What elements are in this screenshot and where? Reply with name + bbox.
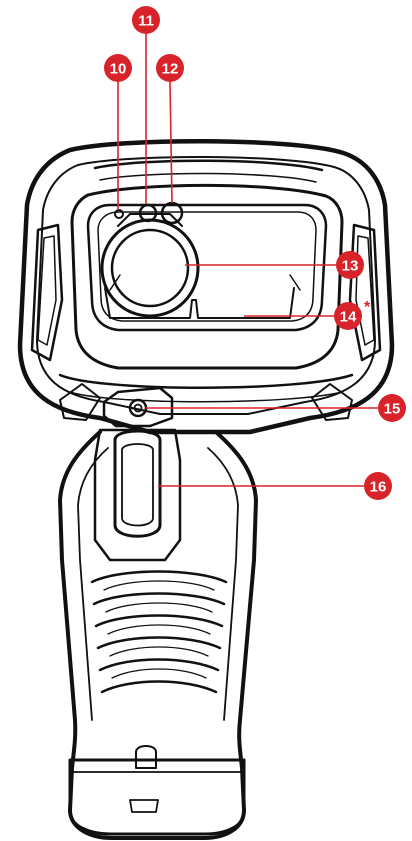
callout-14: 14 * (334, 299, 371, 330)
callout-10-label: 10 (110, 61, 127, 78)
main-lens-inner (110, 228, 190, 308)
callout-16-label: 16 (370, 479, 387, 496)
callout-16-badge (364, 472, 392, 500)
right-side-grip (348, 223, 382, 362)
left-lower-vent (59, 383, 101, 421)
trigger-guard (93, 428, 182, 562)
handle-grip-ribs-inner (103, 580, 215, 679)
head-bottom-bezel (58, 373, 354, 389)
lens-bracket-arm (109, 274, 301, 291)
callout-11-badge (132, 6, 160, 34)
battery-cap (68, 758, 246, 836)
handle-grip-ribs (90, 570, 228, 694)
small-sensor (114, 209, 124, 219)
battery-cap-bottom-tab (129, 799, 159, 813)
callout-11: 11 (132, 6, 160, 34)
callout-12: 12 (156, 54, 184, 82)
callout-14-label: 14 (340, 309, 357, 326)
visual-camera (138, 203, 158, 223)
left-side-grip (30, 223, 64, 362)
callout-16: 16 (364, 472, 392, 500)
laser-emitter-inner (133, 403, 143, 413)
callout-14-asterisk: * (364, 299, 371, 316)
callout-15: 15 (378, 394, 406, 422)
head-inner-outline (36, 155, 376, 415)
callout-15-badge (378, 394, 406, 422)
left-side-grip-inner (37, 235, 57, 346)
callouts: 10 11 12 13 14 * 15 16 (104, 6, 406, 500)
callout-14-badge (334, 302, 362, 330)
trigger (113, 429, 162, 538)
top-rim (93, 159, 324, 172)
head-bottom-bezel-inner (69, 391, 343, 403)
leader-lines (117, 34, 378, 487)
lens-mount (117, 213, 183, 227)
laser-module (102, 386, 174, 428)
callout-10: 10 (104, 54, 132, 82)
handle-outline (58, 430, 258, 840)
right-lower-vent (311, 383, 353, 421)
callout-13-badge (336, 251, 364, 279)
callout-12-label: 12 (162, 61, 179, 78)
callout-10-badge (104, 54, 132, 82)
leader-12 (169, 81, 173, 204)
lens-plate (86, 203, 328, 332)
callout-13-label: 13 (342, 258, 359, 275)
trigger-inner (121, 443, 154, 527)
head-outer-outline (17, 138, 395, 435)
callout-15-label: 15 (384, 401, 401, 418)
callout-11-label: 11 (138, 13, 154, 30)
main-lens-outer (100, 218, 200, 318)
front-face (70, 183, 344, 370)
lens-bracket (104, 287, 295, 319)
callout-12-badge (156, 54, 184, 82)
callout-13: 13 (336, 251, 364, 279)
handle-inner-outline (77, 447, 239, 721)
lens-plate-inner (97, 211, 317, 322)
top-rim-inner (99, 172, 317, 183)
right-side-grip-inner (355, 235, 375, 346)
camera-body (17, 138, 395, 840)
battery-latch (135, 745, 157, 769)
